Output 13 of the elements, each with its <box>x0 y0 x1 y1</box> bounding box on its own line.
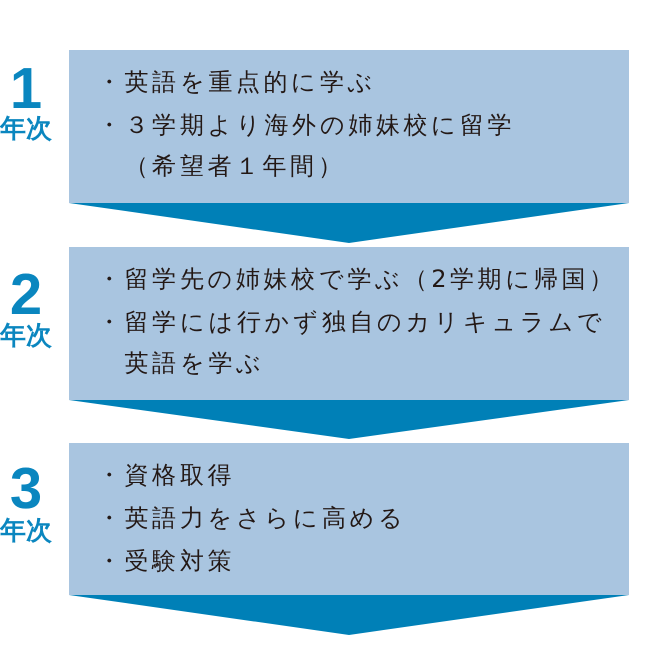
bullet-item: ・資格取得 <box>97 460 236 491</box>
bullet-item: ・英語力をさらに高める <box>97 503 408 534</box>
bullet-item: ・英語を重点的に学ぶ <box>97 67 377 98</box>
chevron-arrow <box>69 595 629 635</box>
bullet-item: ・３学期より海外の姉妹校に留学（希望者１年間） <box>97 110 516 182</box>
year-number: 1 <box>10 66 42 112</box>
bullet-item: ・受験対策 <box>97 546 236 577</box>
bullet-item: ・留学には行かず独自のカリキュラムで英語を学ぶ <box>97 307 607 379</box>
year-number: 2 <box>10 272 42 318</box>
bullet-item: ・留学先の姉妹校で学ぶ（2学期に帰国） <box>97 264 618 295</box>
chevron-arrow <box>69 203 629 243</box>
year-number: 3 <box>10 466 42 512</box>
chevron-arrow <box>69 400 629 439</box>
